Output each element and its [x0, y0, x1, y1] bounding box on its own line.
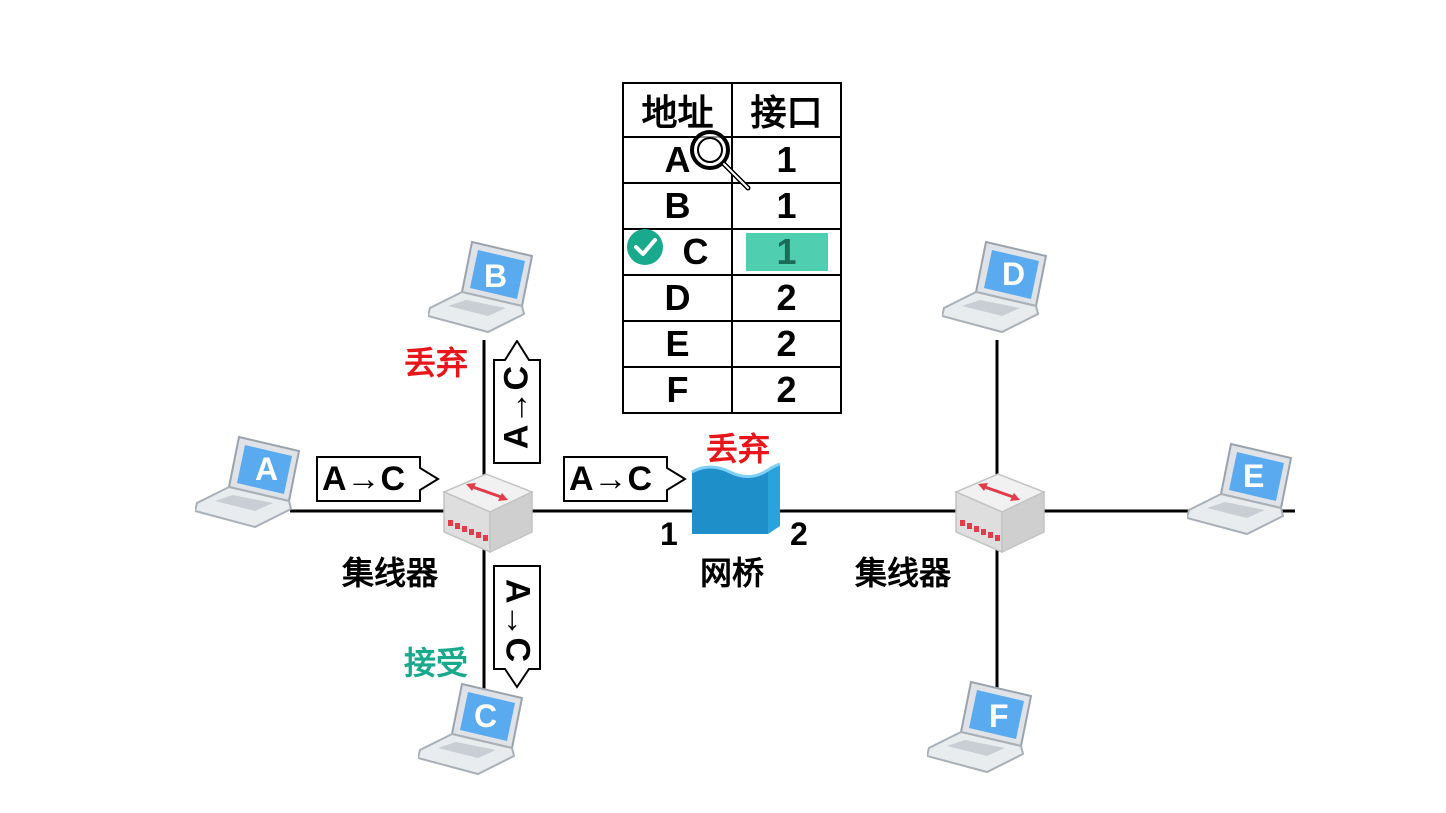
laptop-a: A [193, 433, 305, 533]
table-cell-address: F [622, 366, 733, 414]
forwarding-table: 地址 接口 A 1 B 1 C 1 D 2 E 2 F 2 [622, 82, 842, 414]
bridge-icon [691, 462, 781, 534]
table-cell-address: D [622, 274, 733, 322]
discard-label-b: 丢弃 [404, 345, 469, 381]
laptop-c-label: C [474, 698, 498, 734]
laptop-c: C [416, 680, 528, 780]
laptop-icon [940, 240, 1048, 334]
table-cell-port: 2 [731, 366, 842, 414]
frame-label: A→C [497, 365, 536, 450]
hub-left-label: 集线器 [342, 555, 439, 591]
laptop-e-label: E [1243, 458, 1265, 494]
port-column-header: 接口 [731, 82, 842, 138]
laptop-icon [416, 682, 524, 776]
frame-hub-to-bridge: A→C [563, 456, 687, 502]
frame-label: A→C [569, 460, 653, 498]
magnifier-icon [690, 130, 751, 191]
laptop-b-label: B [484, 258, 508, 294]
hub-right-icon [954, 473, 1046, 554]
frame-hub-to-b: A→C [493, 340, 541, 464]
table-row: B 1 [622, 182, 842, 230]
table-cell-port: 1 [731, 228, 842, 276]
frame-a-to-hub: A→C [316, 456, 440, 502]
table-cell-port: 2 [731, 320, 842, 368]
frame-arrow-shape [563, 456, 687, 502]
laptop-d-label: D [1002, 256, 1026, 292]
hub-right-label: 集线器 [855, 555, 952, 591]
table-row: D 2 [622, 274, 842, 322]
discard-label-bridge: 丢弃 [706, 431, 771, 467]
frame-label: A→C [322, 460, 406, 498]
table-cell-address: C [622, 228, 733, 276]
hub-left-icon [442, 473, 534, 554]
bridge-label: 网桥 [700, 555, 765, 591]
laptop-d: D [940, 238, 1052, 338]
address-column-header: 地址 [622, 82, 733, 138]
laptop-a-label: A [255, 451, 279, 487]
table-cell-port: 1 [731, 136, 842, 184]
accept-label-c: 接受 [404, 645, 469, 681]
bridge-port-1-label: 1 [660, 516, 678, 552]
table-cell-address: E [622, 320, 733, 368]
table-row-matched: C 1 [622, 228, 842, 276]
laptop-icon [426, 240, 534, 334]
table-cell-port: 2 [731, 274, 842, 322]
frame-label: A→C [498, 578, 537, 663]
table-header-row: 地址 接口 [622, 82, 842, 138]
table-row: E 2 [622, 320, 842, 368]
table-row: F 2 [622, 366, 842, 414]
frame-arrow-shape [316, 456, 440, 502]
check-circle-icon [627, 229, 663, 265]
laptop-icon [193, 435, 301, 529]
frame-arrow-shape [493, 565, 541, 689]
laptop-e: E [1185, 440, 1297, 540]
table-cell-address: B [622, 182, 733, 230]
matched-port-highlight: 1 [745, 233, 828, 271]
laptop-icon [1185, 442, 1293, 536]
laptop-b: B [426, 238, 538, 338]
frame-arrow-shape [493, 340, 541, 464]
laptop-f: F [925, 678, 1037, 778]
laptop-icon [925, 680, 1033, 774]
bridge-port-2-label: 2 [790, 516, 808, 552]
table-cell-address-text: C [682, 231, 709, 272]
laptop-f-label: F [989, 698, 1009, 734]
frame-hub-to-c: A→C [493, 565, 541, 689]
